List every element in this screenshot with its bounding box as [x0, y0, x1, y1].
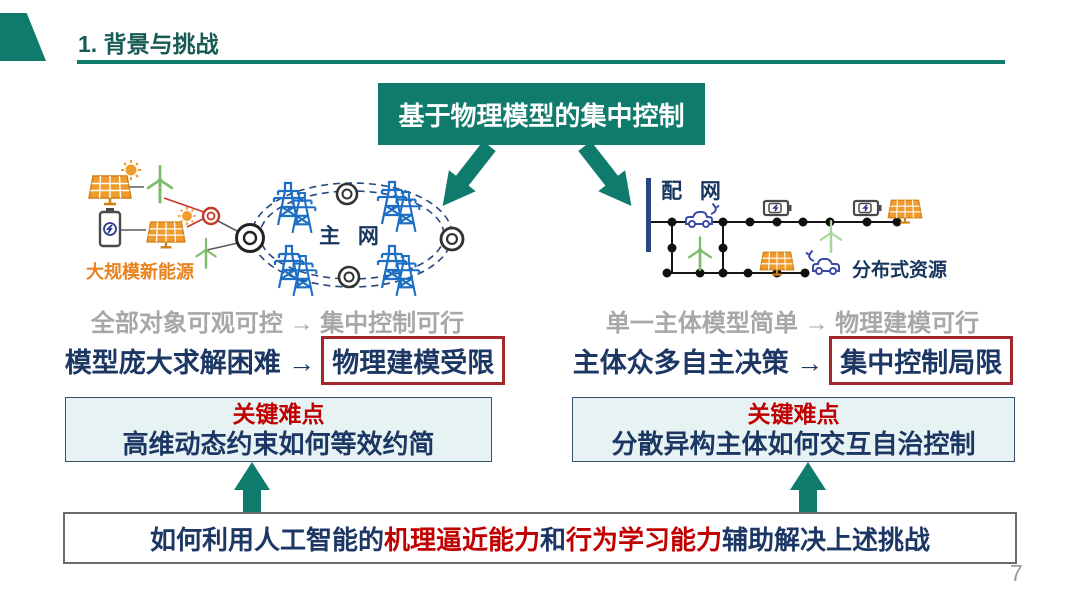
challenge-segment: 辅助解决上述挑战 [722, 524, 931, 555]
left-diagram: 大规模新能源 主 网 [86, 159, 465, 297]
battery-icon [762, 199, 793, 217]
right-problem-line: 主体众多自主决策 → 集中控制局限 [570, 336, 1016, 385]
key-difficulty-box-left: 关键难点 高维动态约束如何等效约简 [65, 397, 492, 462]
collector-node [235, 223, 265, 253]
grid-node [337, 265, 361, 289]
main-grid-label: 主 网 [319, 225, 385, 248]
page-title: 1. 背景与挑战 [78, 31, 219, 57]
challenge-segment: 和 [539, 524, 566, 555]
distributed-resources-label: 分布式资源 [852, 258, 947, 281]
ev-car-icon [685, 202, 720, 228]
wind-turbine-icon [687, 236, 713, 272]
battery-icon [852, 199, 883, 217]
right-problem-prefix: 主体众多自主决策 → [572, 348, 824, 378]
wind-turbine-icon [819, 219, 843, 253]
right-observation-line: 单一主体模型简单 → 物理建模可行 [605, 310, 980, 337]
title-underline [77, 60, 1005, 64]
distribution-grid-label: 配 网 [661, 180, 727, 203]
arrow-up-left-icon [234, 462, 270, 512]
challenge-segment: 如何利用人工智能的 [149, 524, 384, 555]
key-difficulty-body: 分散异构主体如何交互自治控制 [611, 428, 976, 459]
arrow-up-right-icon [790, 462, 826, 512]
left-diagram-source-label: 大规模新能源 [86, 261, 194, 282]
left-observation-line: 全部对象可观可控 → 集中控制可行 [90, 310, 465, 337]
solar-panel-icon [145, 220, 187, 249]
challenge-segment-highlight: 行为学习能力 [566, 524, 723, 555]
solar-panel-icon [87, 174, 133, 206]
key-difficulty-body: 高维动态约束如何等效约简 [122, 428, 435, 459]
challenge-segment-highlight: 机理逼近能力 [383, 524, 540, 555]
key-difficulty-title: 关键难点 [747, 400, 840, 427]
right-problem-highlight-box: 集中控制局限 [829, 336, 1014, 385]
left-problem-line: 模型庞大求解困难 → 物理建模受限 [60, 336, 510, 385]
battery-icon [98, 206, 122, 248]
arrow-down-right-icon [571, 135, 645, 217]
page-number: 7 [1010, 560, 1023, 586]
solar-panel-icon [759, 251, 795, 276]
arrow-down-left-icon [429, 135, 503, 217]
wind-turbine-icon [146, 164, 174, 204]
grid-node [439, 226, 465, 252]
right-diagram: 配 网 分布式资源 [646, 178, 947, 281]
ev-car-icon [805, 249, 840, 275]
left-problem-highlight-box: 物理建模受限 [321, 336, 506, 385]
solar-panel-icon [887, 199, 923, 224]
key-difficulty-title: 关键难点 [232, 400, 325, 427]
grid-node [335, 182, 359, 206]
central-claim-box: 基于物理模型的集中控制 [378, 83, 705, 145]
bus-bar [646, 178, 651, 252]
sun-icon [120, 159, 142, 181]
wind-turbine-icon [195, 237, 217, 269]
key-difficulty-box-right: 关键难点 分散异构主体如何交互自治控制 [572, 397, 1015, 462]
left-problem-prefix: 模型庞大求解困难 → [64, 348, 316, 378]
network-nodes [662, 217, 902, 278]
aggregation-node [201, 206, 221, 226]
bottom-challenge-box: 如何利用人工智能的 机理逼近能力 和 行为学习能力 辅助解决上述挑战 [63, 512, 1017, 564]
